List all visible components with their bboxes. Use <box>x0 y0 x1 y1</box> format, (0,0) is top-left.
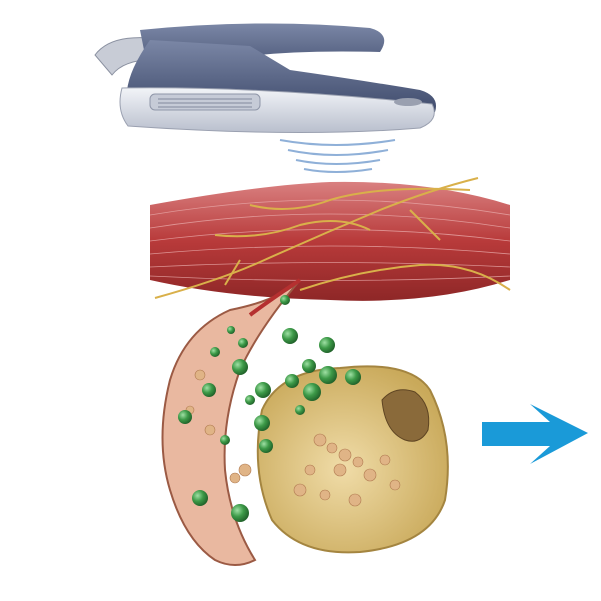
device-vent <box>149 93 261 111</box>
fat-cell <box>185 365 449 554</box>
nerve-fibers <box>154 177 511 299</box>
wave-emission <box>279 139 396 173</box>
device-vent-slots <box>158 98 252 108</box>
device <box>94 23 437 134</box>
muscle-fibers <box>149 199 511 281</box>
fat-cell-nucleus <box>381 389 430 442</box>
device-logo <box>394 98 422 106</box>
right-arrow-icon <box>482 404 588 464</box>
lipid-droplets <box>185 369 401 507</box>
green-particles <box>178 295 361 522</box>
muscle-tissue <box>149 177 511 301</box>
